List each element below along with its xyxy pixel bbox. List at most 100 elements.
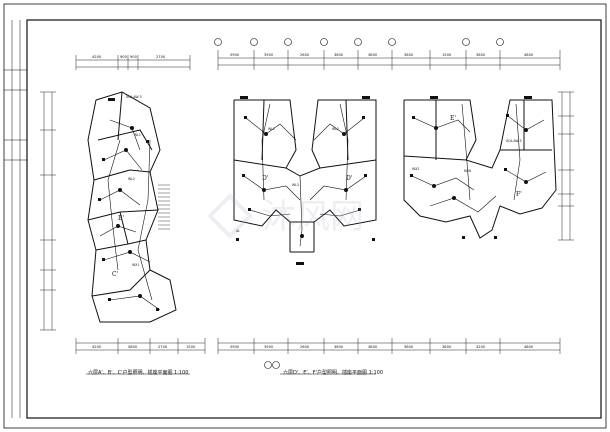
left-stair: [158, 184, 170, 230]
tag-label: WL2: [332, 127, 339, 131]
distribution-box-icon: [108, 98, 115, 101]
tag-label: WX1: [132, 263, 139, 267]
socket-icon: [364, 174, 367, 177]
dim-label: 4200: [92, 345, 102, 349]
lamp-icon: [434, 126, 438, 130]
right-plan-walls: [403, 99, 557, 239]
left-dim-top-labels: 4200 900 900 2700: [92, 55, 166, 59]
socket-icon: [108, 298, 111, 301]
dim-label: 5900: [230, 53, 240, 57]
lamp-icon: [128, 250, 132, 254]
dim-label: 3900: [264, 53, 274, 57]
room-label: D': [346, 175, 353, 182]
socket-icon: [102, 158, 105, 161]
mid-dimension-top: [217, 50, 561, 70]
lamp-icon: [130, 126, 134, 130]
socket-icon: [494, 236, 497, 239]
lamp-icon: [264, 132, 268, 136]
left-fixtures: [98, 98, 159, 311]
dim-label: 1500: [186, 345, 196, 349]
tag-label: AL: [236, 229, 240, 233]
lamp-icon: [524, 128, 528, 132]
tag-label: WL2: [128, 177, 135, 181]
watermark-text: 沐风网: [262, 197, 364, 237]
left-dimension-bottom: [75, 338, 206, 354]
dim-label: 4800: [524, 53, 534, 57]
dim-label: 3600: [476, 53, 486, 57]
dim-label: 4800: [524, 345, 534, 349]
mid-dim-top-labels: 5900 3900 2600 3600 3800 3600 1500 3600 …: [230, 53, 534, 57]
inner-frame: [26, 19, 602, 419]
dim-label: 900: [130, 55, 138, 59]
binding-strip: [4, 20, 27, 418]
dim-label: 3900: [264, 345, 274, 349]
room-label: C': [112, 271, 119, 278]
room-label: D': [262, 175, 269, 182]
socket-icon: [244, 116, 247, 119]
right-fixtures: [410, 96, 532, 239]
socket-icon: [156, 308, 159, 311]
grid-axis-bubbles-top: [214, 38, 504, 46]
tag-label: 60W: [464, 169, 472, 173]
left-dim-bottom-labels: 4200 5800 2700 1500: [92, 345, 196, 349]
dim-label: 2600: [300, 345, 310, 349]
lamp-icon: [342, 132, 346, 136]
tag-label: XCA-AW-3: [506, 139, 522, 143]
lamp-icon: [118, 188, 122, 192]
lamp-icon: [452, 196, 456, 200]
tag-label: XCA-AW-3: [126, 95, 142, 99]
socket-icon: [248, 208, 251, 211]
socket-icon: [412, 116, 415, 119]
socket-icon: [504, 168, 507, 171]
tag-label: WL1: [134, 133, 141, 137]
distribution-box-icon: [524, 96, 532, 99]
drawing-caption-right: 六层D'、E'、F'户型照明、插座平面图 1:100: [283, 370, 384, 376]
lamp-icon: [432, 184, 436, 188]
dim-label: 3600: [442, 345, 452, 349]
outer-frame: [3, 3, 607, 429]
mid-dimension-bottom: [217, 338, 561, 354]
lamp-icon: [124, 148, 128, 152]
lamp-icon: [138, 294, 142, 298]
lamp-icon: [262, 188, 266, 192]
socket-icon: [242, 174, 245, 177]
lamp-icon: [344, 188, 348, 192]
socket-icon: [506, 114, 509, 117]
room-label: E': [450, 115, 456, 122]
dim-label: 5900: [230, 345, 240, 349]
lamp-icon: [116, 224, 120, 228]
right-wiring: [411, 103, 547, 213]
room-label: B': [118, 215, 124, 222]
socket-icon: [102, 258, 105, 261]
socket-icon: [98, 198, 101, 201]
tag-label: WL3: [292, 183, 299, 187]
socket-icon: [236, 238, 239, 241]
dim-label: 3600: [404, 345, 414, 349]
dim-label: 3600: [404, 53, 414, 57]
distribution-box-icon: [430, 96, 438, 99]
distribution-box-icon: [362, 96, 370, 99]
dim-label: 2700: [156, 55, 166, 59]
socket-icon: [410, 174, 413, 177]
distribution-box-icon: [296, 262, 304, 265]
dim-label: 2700: [158, 345, 168, 349]
dim-label: 900: [120, 55, 128, 59]
drawing-caption-left: 六层A'、B'、C'户型照明、插座平面图 1:100: [88, 370, 189, 376]
socket-icon: [358, 208, 361, 211]
mid-dim-bottom-labels: 5900 3900 2600 3600 3800 3600 3600 3200 …: [230, 345, 534, 349]
left-dimension-side: [40, 91, 56, 331]
lamp-icon: [300, 234, 304, 238]
distribution-box-icon: [240, 96, 248, 99]
dim-label: 3600: [334, 53, 344, 57]
tag-label: WL1: [268, 127, 275, 131]
watermark-logo: 沐风网: [207, 193, 364, 239]
right-dimension-side: [558, 91, 574, 241]
dim-label: 3800: [368, 345, 378, 349]
socket-icon: [462, 236, 465, 239]
dim-label: 2600: [300, 53, 310, 57]
dim-label: 1500: [442, 53, 452, 57]
tag-label: WX2: [412, 167, 419, 171]
left-dimension-top: [75, 55, 191, 70]
socket-icon: [362, 116, 365, 119]
